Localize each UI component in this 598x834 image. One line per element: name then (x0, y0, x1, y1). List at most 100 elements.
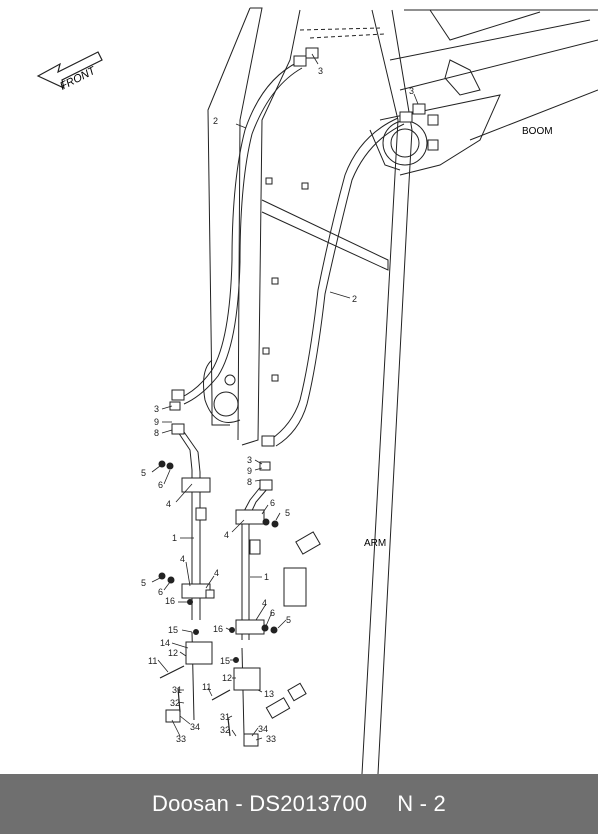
boom-nut (427, 139, 439, 151)
hose-fitting (293, 55, 307, 67)
callout-numbers: 3232398564144561615141211313211343339865… (141, 66, 414, 744)
bolt-16 (229, 627, 235, 633)
bolt-11 (211, 689, 231, 701)
callout-34: 34 (258, 724, 268, 734)
hose-2-right (275, 123, 405, 447)
callout-6: 6 (158, 480, 163, 490)
boom-outline (399, 39, 598, 91)
boom-outline (379, 94, 501, 176)
callout-32: 32 (170, 698, 180, 708)
elbow-33 (243, 733, 259, 747)
hidden-pipe (299, 27, 386, 39)
callout-4: 4 (166, 499, 171, 509)
footer-bar: Doosan - DS2013700 N - 2 (0, 774, 598, 834)
spare-block (265, 697, 291, 719)
pipe-1-right (241, 484, 263, 640)
spare-block (295, 531, 321, 555)
bracket-block (195, 507, 207, 521)
callout-5: 5 (285, 508, 290, 518)
callout-1: 1 (264, 572, 269, 582)
arm-lug (211, 400, 230, 426)
callout-31: 31 (172, 685, 182, 695)
bolt-5 (271, 520, 279, 528)
exploded-view-drawing: FRONT BOOM ARM 3232398564144561615141211… (36, 7, 598, 775)
adapter (169, 401, 181, 411)
hose-fitting (399, 111, 413, 123)
hose-2-right (269, 117, 399, 441)
callout-2: 2 (352, 294, 357, 304)
clamp-4 (235, 619, 265, 635)
boom-clamp (444, 59, 481, 96)
washer-6 (262, 518, 270, 526)
block-13 (233, 667, 261, 691)
adapter (259, 461, 271, 471)
arm-boss (203, 359, 241, 423)
boom-pin-boss (382, 120, 428, 166)
bolt-stack-31 (177, 687, 181, 713)
callout-8: 8 (247, 477, 252, 487)
arm-boss-hole (224, 374, 236, 386)
arm-pin-hole (213, 391, 239, 417)
callout-3: 3 (409, 86, 414, 96)
clamp-4 (181, 477, 211, 493)
callout-5: 5 (286, 615, 291, 625)
arm-outline (207, 7, 251, 401)
callout-33: 33 (266, 734, 276, 744)
boom-label: BOOM (522, 126, 553, 137)
callout-13: 13 (264, 689, 274, 699)
callout-15: 15 (220, 656, 230, 666)
bolt-stack-31 (227, 717, 231, 737)
adapter (171, 423, 185, 435)
bolt-16 (187, 599, 193, 605)
callout-3: 3 (154, 404, 159, 414)
washer-6 (261, 624, 269, 632)
hose-fitting (261, 435, 275, 447)
arm-edge (361, 9, 399, 775)
part-number-text: Doosan - DS2013700 (152, 791, 368, 816)
boom-outline (429, 9, 541, 41)
arm-bolt (271, 277, 279, 285)
bolt-5 (270, 626, 278, 634)
hose-2-left (179, 61, 299, 399)
callout-4: 4 (214, 568, 219, 578)
bolt-5 (158, 460, 166, 468)
callout-16: 16 (213, 624, 223, 634)
bracket-block (249, 539, 261, 555)
boom-pin (390, 128, 420, 158)
callout-9: 9 (247, 466, 252, 476)
callout-9: 9 (154, 417, 159, 427)
hose-fitting (305, 47, 319, 59)
hose-2-left (183, 67, 303, 405)
arm-edge (377, 9, 413, 775)
callout-12: 12 (222, 673, 232, 683)
callout-4: 4 (262, 598, 267, 608)
bolt-11 (159, 665, 185, 679)
pipe-1-left (177, 431, 193, 620)
callout-15: 15 (168, 625, 178, 635)
callout-32: 32 (220, 725, 230, 735)
callout-8: 8 (154, 428, 159, 438)
callout-14: 14 (160, 638, 170, 648)
clamp-4 (235, 509, 265, 525)
callout-11: 11 (202, 682, 211, 692)
bracket-block (205, 589, 215, 599)
arm-bolt (301, 182, 309, 190)
callout-3: 3 (318, 66, 323, 76)
callout-3: 3 (247, 455, 252, 465)
callout-33: 33 (176, 734, 186, 744)
callout-31: 31 (220, 712, 230, 722)
tube-right (241, 647, 245, 736)
callout-16: 16 (165, 596, 175, 606)
callout-34: 34 (190, 722, 200, 732)
pipe-1-left (183, 431, 201, 620)
arm-bolt (262, 347, 270, 355)
washer-6 (166, 462, 174, 470)
block-14 (185, 641, 213, 665)
callout-4: 4 (180, 554, 185, 564)
callout-5: 5 (141, 578, 146, 588)
hose-fitting (412, 103, 426, 115)
callout-12: 12 (168, 648, 178, 658)
arm-label: ARM (364, 538, 386, 549)
bolt-5 (158, 572, 166, 580)
